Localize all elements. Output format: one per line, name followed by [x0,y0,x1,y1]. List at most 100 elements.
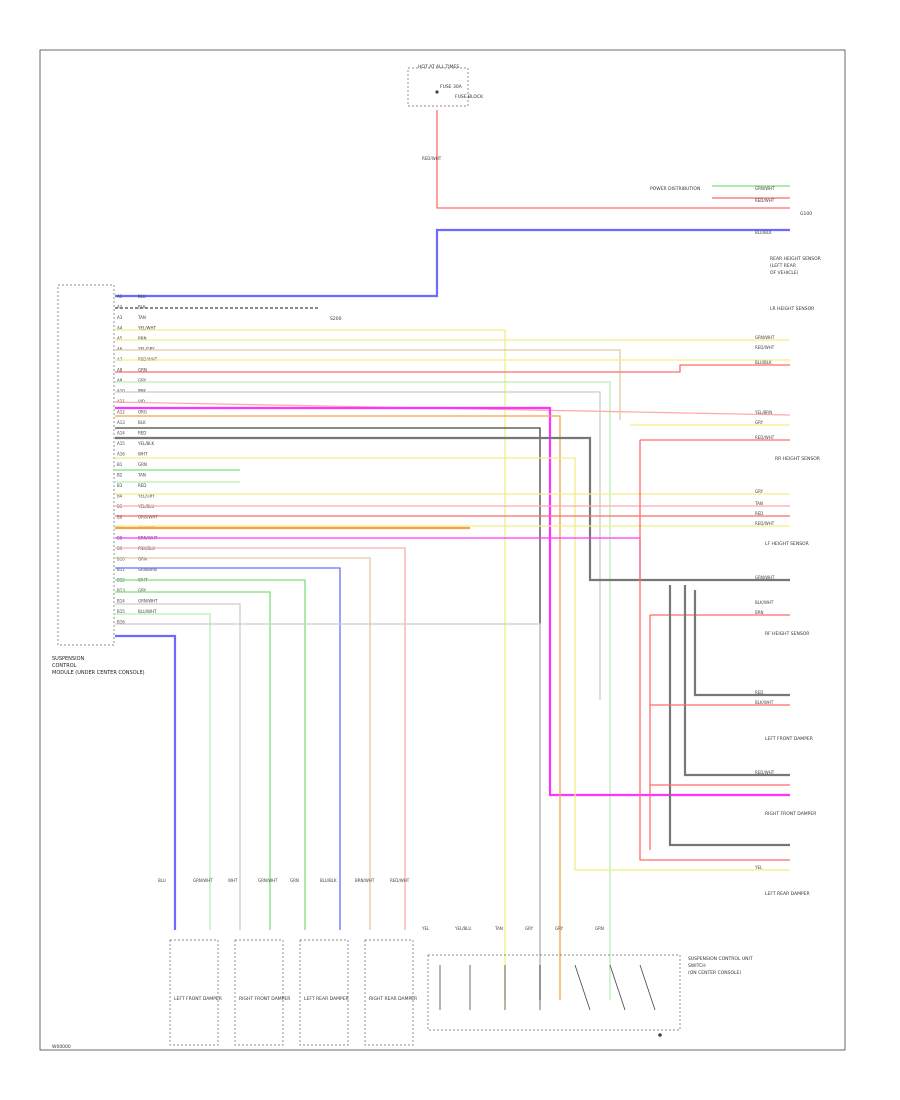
module-pin-label: A2 [117,305,123,310]
rr-sensor-label: RR HEIGHT SENSOR [775,456,820,462]
right-wire-code: GRN/WHT [755,335,775,340]
splice-label: S200 [330,316,342,322]
module-pin-label: A1 [117,294,123,299]
module-wire-code: PNK [138,389,146,394]
switch-assembly-line3: (ON CENTER CONSOLE) [688,970,741,976]
wire-yellow-3 [115,457,790,871]
bottom-wire-code: BLU [158,878,166,883]
module-pin-label: A13 [117,420,125,425]
module-pin-label: A4 [117,326,123,331]
module-wire-code: YEL/BLK [137,441,155,446]
fuse-block-label: FUSE BLOCK [455,94,484,100]
wire-blue-lr [115,567,341,930]
module-pin-labels: A1A2A3A4A5A6A7A8A9A10A11A12A13A14A15A16B… [117,294,125,625]
module-wire-codes: BLUBLKTANYEL/WHTBRNYEL/GRYRED/WHTGRNGRYP… [137,294,158,614]
right-code-1: RED/WHT [755,198,775,203]
wire-black-1 [115,427,541,1000]
right-wire-code: BRN [755,610,764,615]
module-wire-code: TAN [137,473,146,478]
module-wire-code: GRY [138,588,147,593]
module-pin-label: A16 [117,452,125,457]
fuse-ref-label: FUSE 30A [440,84,463,90]
fuse-block-outline [407,67,469,107]
switch-assembly-outline [427,954,681,1031]
switch-wire-code: YEL [421,926,430,931]
bottom-wire-code: GRN/WHT [193,878,213,883]
module-outline [57,284,115,646]
right-wire-code: RED/WHT [755,770,775,775]
right-wire-code: BLU/BLK [755,360,772,365]
module-wire-code: YEL/WHT [137,326,157,331]
module-wire-code: ORG/WHT [138,515,158,520]
damper-rr: RIGHT REAR DAMPER [364,939,417,1046]
wire-pink-rr [115,547,406,930]
damper-rf-outline [234,939,284,1046]
wire-blue-lf [115,634,177,930]
right-wire-code: GRY [755,420,764,425]
wire-red-right-a [639,439,790,861]
module-pin-label: B6 [117,515,123,520]
damper-lf: LEFT FRONT DAMPER [169,939,222,1046]
wire-red-right-b [649,614,790,850]
module-wire-code: RED [138,431,146,436]
right-wire-code: RED/WHT [755,345,775,350]
right-wire-code: YEL [754,865,763,870]
wire-gray-1 [115,391,601,700]
wire-white-rf [115,603,241,930]
bottom-wire-code: RED/WHT [390,878,410,883]
right-wire-code: RED [755,690,763,695]
damper-rr-label: RIGHT REAR DAMPER [369,996,417,1002]
wire-gray-switch [115,623,541,1000]
module-pin-label: A9 [117,378,123,383]
module-wire-code: GRN/BRN [138,567,157,572]
rear-height-sensor-line3: OF VEHICLE) [770,270,799,276]
wire-green-lr [115,579,306,930]
lr-sensor-label: LR HEIGHT SENSOR [770,306,814,312]
module-pin-label: A8 [117,368,123,373]
rear-height-sensor-line1: REAR HEIGHT SENSOR [770,256,821,262]
switch-wire-code: GRY [555,926,564,931]
damper-lr-outline [299,939,349,1046]
module-pin-label: A6 [117,347,123,352]
lf-sensor-label: LF HEIGHT SENSOR [765,541,809,547]
module-wire-code: BLU/WHT [138,609,157,614]
right-wire-code: GRN/WHT [755,575,775,580]
wire-tan-to-switch [115,329,506,1000]
module-pin-label: A10 [117,389,125,394]
module-label-line1: SUSPENSION [52,656,85,662]
module-wire-code: YEL/GRY [137,347,155,352]
ground-ref-label: G100 [800,211,812,217]
bottom-wire-code: WHT [228,878,238,883]
wire-magenta-1 [115,406,790,797]
damper-lr-label-right: LEFT REAR DAMPER [765,891,810,897]
switch-wire-code: GRN [595,926,604,931]
right-wire-code: YEL/BRN [754,410,772,415]
wire-gray-right-2 [683,585,790,777]
module-wire-code: YEL/GRY [137,494,155,499]
right-wire-code: TAN [754,501,763,506]
right-wire-code: BLK/WHT [755,700,774,705]
damper-lr-label: LEFT REAR DAMPER [304,996,349,1002]
module-pin-label: A5 [117,336,123,341]
module-wire-code: TAN [137,315,146,320]
switch-wire-code: YEL/BLU [454,926,471,931]
hot-at-all-times-label: HOT AT ALL TIMES [418,64,459,70]
wire-magenta-2 [115,537,641,580]
module-pin-label: B16 [117,620,125,625]
module-pin-label: B2 [117,473,123,478]
bottom-wire-code: GRN [290,878,299,883]
module-pin-label: B13 [117,588,125,593]
bottom-wire-code: BLU/BLK [320,878,337,883]
wire-blue-main [115,228,790,298]
wire-fuse-feed-red [436,110,790,209]
module-pin-label: A14 [117,431,125,436]
wire-gray-thick [115,436,790,582]
rear-height-sensor-line2: (LEFT REAR [770,263,796,269]
switch-contacts-icon [439,964,656,1011]
module-label-line2: CONTROL [52,663,77,669]
module-wire-code: BLK [138,420,146,425]
module-pin-label: B1 [117,462,123,467]
right-wire-code: BLK/WHT [755,600,774,605]
right-code-0: GRN/WHT [755,186,775,191]
page-footer: W00000 [52,1044,71,1050]
